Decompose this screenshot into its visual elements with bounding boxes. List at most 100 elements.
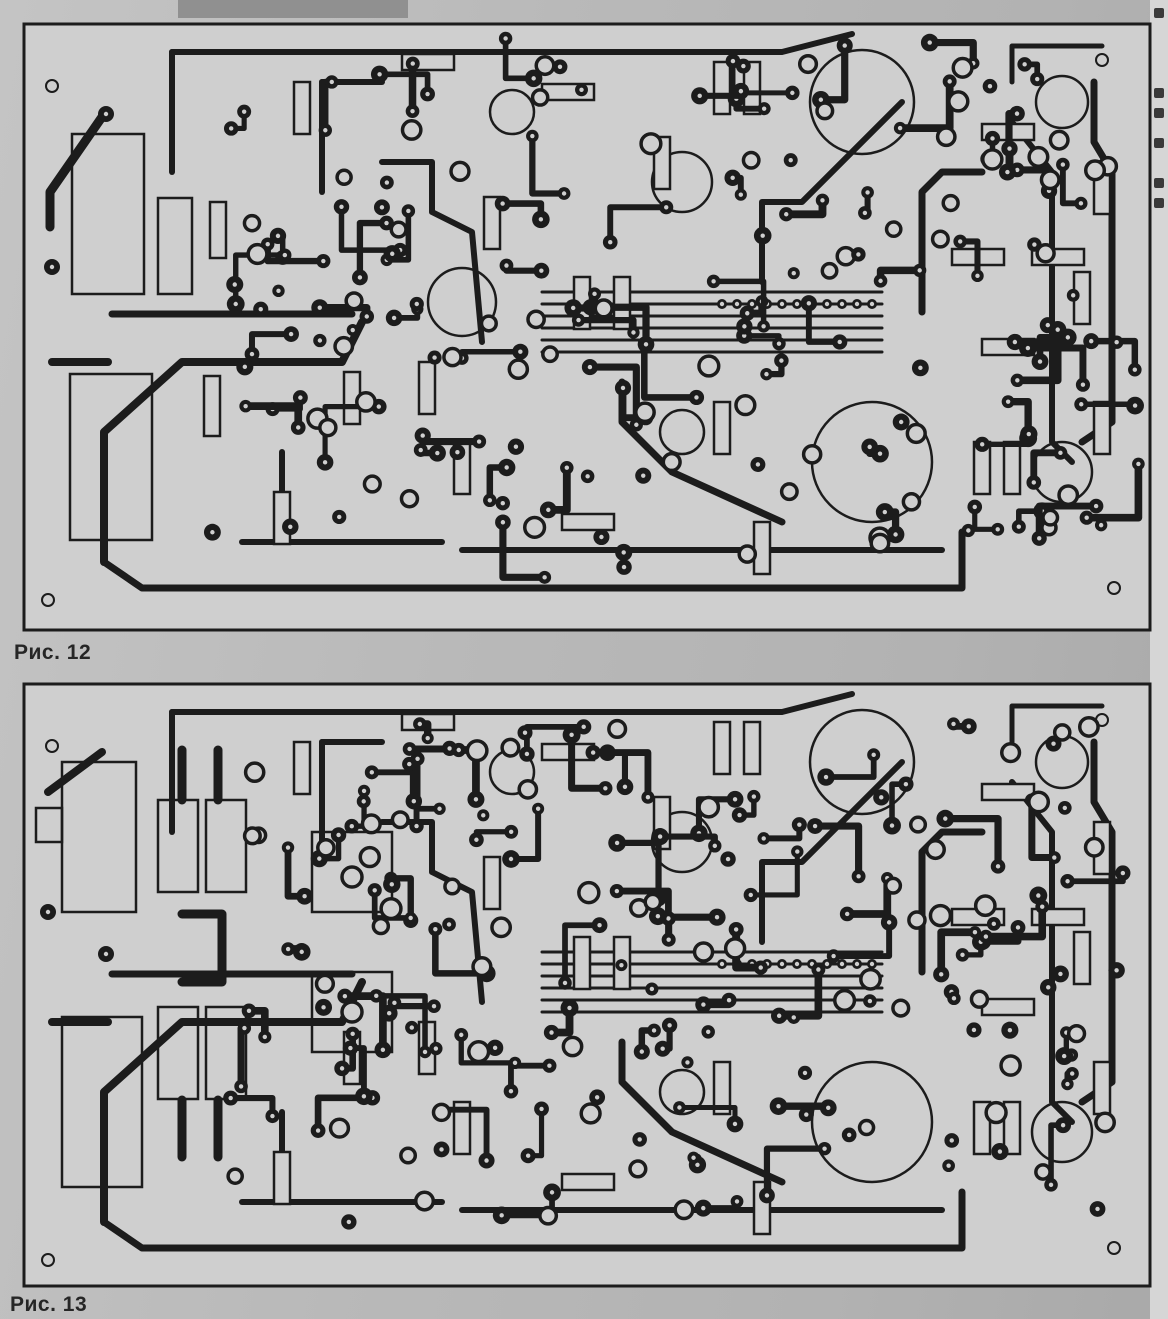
drill-hole <box>276 288 281 294</box>
ring-pad <box>833 988 857 1013</box>
ring-pad <box>371 916 391 936</box>
drill-hole <box>867 998 873 1004</box>
drill-hole <box>376 404 382 409</box>
ring-pad <box>723 937 747 960</box>
drill-hole <box>587 364 593 370</box>
drill-hole <box>1045 322 1051 328</box>
resistor-outline <box>292 740 312 796</box>
component-outline <box>70 132 146 296</box>
drill-hole <box>877 451 883 456</box>
copper-trace <box>811 822 863 880</box>
drill-hole <box>1079 402 1084 407</box>
drill-hole <box>784 212 789 217</box>
ring-pad <box>316 837 336 858</box>
drill-hole <box>856 874 861 879</box>
drill-hole <box>391 315 397 321</box>
figure-12-caption: Рис. 12 <box>14 641 92 664</box>
drill-hole <box>1037 359 1043 364</box>
resistor-outline <box>272 1150 292 1206</box>
drill-hole <box>361 1094 367 1099</box>
drill-hole <box>738 192 744 197</box>
drill-hole <box>730 58 736 64</box>
drill-hole <box>406 208 411 214</box>
drill-hole <box>569 732 574 737</box>
drill-hole <box>742 324 747 329</box>
drill-hole <box>897 125 903 131</box>
ring-pad <box>561 1035 584 1058</box>
drill-hole <box>603 786 608 791</box>
ring-pad <box>530 88 550 107</box>
ring-pad <box>639 132 663 156</box>
drill-hole <box>758 965 763 970</box>
resistor-outline <box>712 400 732 456</box>
copper-trace <box>45 112 107 232</box>
drill-hole <box>45 909 51 915</box>
drill-hole <box>410 61 415 66</box>
drill-hole <box>336 832 341 838</box>
drill-hole <box>103 111 109 117</box>
copper-trace <box>371 887 414 921</box>
drill-hole <box>499 1213 504 1218</box>
drill-hole <box>889 823 895 828</box>
component-outline <box>34 806 64 844</box>
drill-hole <box>641 473 646 478</box>
drill-hole <box>1058 971 1063 977</box>
drill-hole <box>504 263 509 268</box>
drill-hole <box>918 365 923 371</box>
drill-hole <box>542 575 547 580</box>
resistor-outline <box>1002 440 1022 496</box>
drill-hole <box>960 952 965 958</box>
copper-trace <box>1028 796 1058 862</box>
drill-hole <box>797 822 802 827</box>
copper-trace <box>439 1106 490 1164</box>
ring-pad <box>1083 159 1107 182</box>
copper-trace <box>937 928 979 979</box>
drill-hole <box>1036 893 1041 898</box>
mounting-hole <box>45 79 59 93</box>
drill-hole <box>1040 904 1045 909</box>
drill-hole <box>1016 524 1022 529</box>
ring-pad <box>314 973 336 994</box>
drill-hole <box>893 532 898 537</box>
ring-pad <box>467 1040 491 1064</box>
ring-pad <box>226 1167 244 1185</box>
drill-hole <box>791 270 796 276</box>
ring-pad <box>741 150 761 170</box>
ring-pad <box>360 813 382 835</box>
drill-hole <box>1114 968 1119 973</box>
ring-pad <box>335 168 353 187</box>
drill-hole <box>779 301 785 307</box>
ring-pad <box>984 1100 1008 1125</box>
drill-hole <box>420 433 425 438</box>
drill-hole <box>639 1049 645 1054</box>
drill-hole <box>1052 855 1057 860</box>
pcb-layout-figure-13 <box>22 682 1152 1288</box>
drill-hole <box>361 788 367 794</box>
drill-hole <box>298 395 303 400</box>
copper-trace <box>1009 43 1105 85</box>
drill-hole <box>579 87 584 92</box>
drill-hole <box>732 797 738 802</box>
ring-pad <box>1048 129 1070 151</box>
drill-hole <box>49 264 55 270</box>
drill-hole <box>210 530 215 535</box>
drill-hole <box>243 403 248 409</box>
ring-pad <box>951 56 974 79</box>
drill-hole <box>1062 805 1068 811</box>
resistor-outline <box>572 935 592 991</box>
drill-hole <box>447 746 452 751</box>
drill-hole <box>361 799 366 804</box>
resistor-outline <box>1092 1060 1112 1116</box>
drill-hole <box>337 514 342 520</box>
drill-hole <box>384 220 389 226</box>
ring-pad <box>947 90 970 113</box>
drill-hole <box>660 1046 665 1051</box>
drill-hole <box>738 88 744 94</box>
ring-pad <box>634 401 656 424</box>
drill-hole <box>1120 870 1126 876</box>
drill-hole <box>734 301 740 307</box>
drill-hole <box>476 439 482 444</box>
ring-pad <box>246 242 269 266</box>
drill-hole <box>1031 480 1036 485</box>
ring-pad <box>924 839 946 861</box>
